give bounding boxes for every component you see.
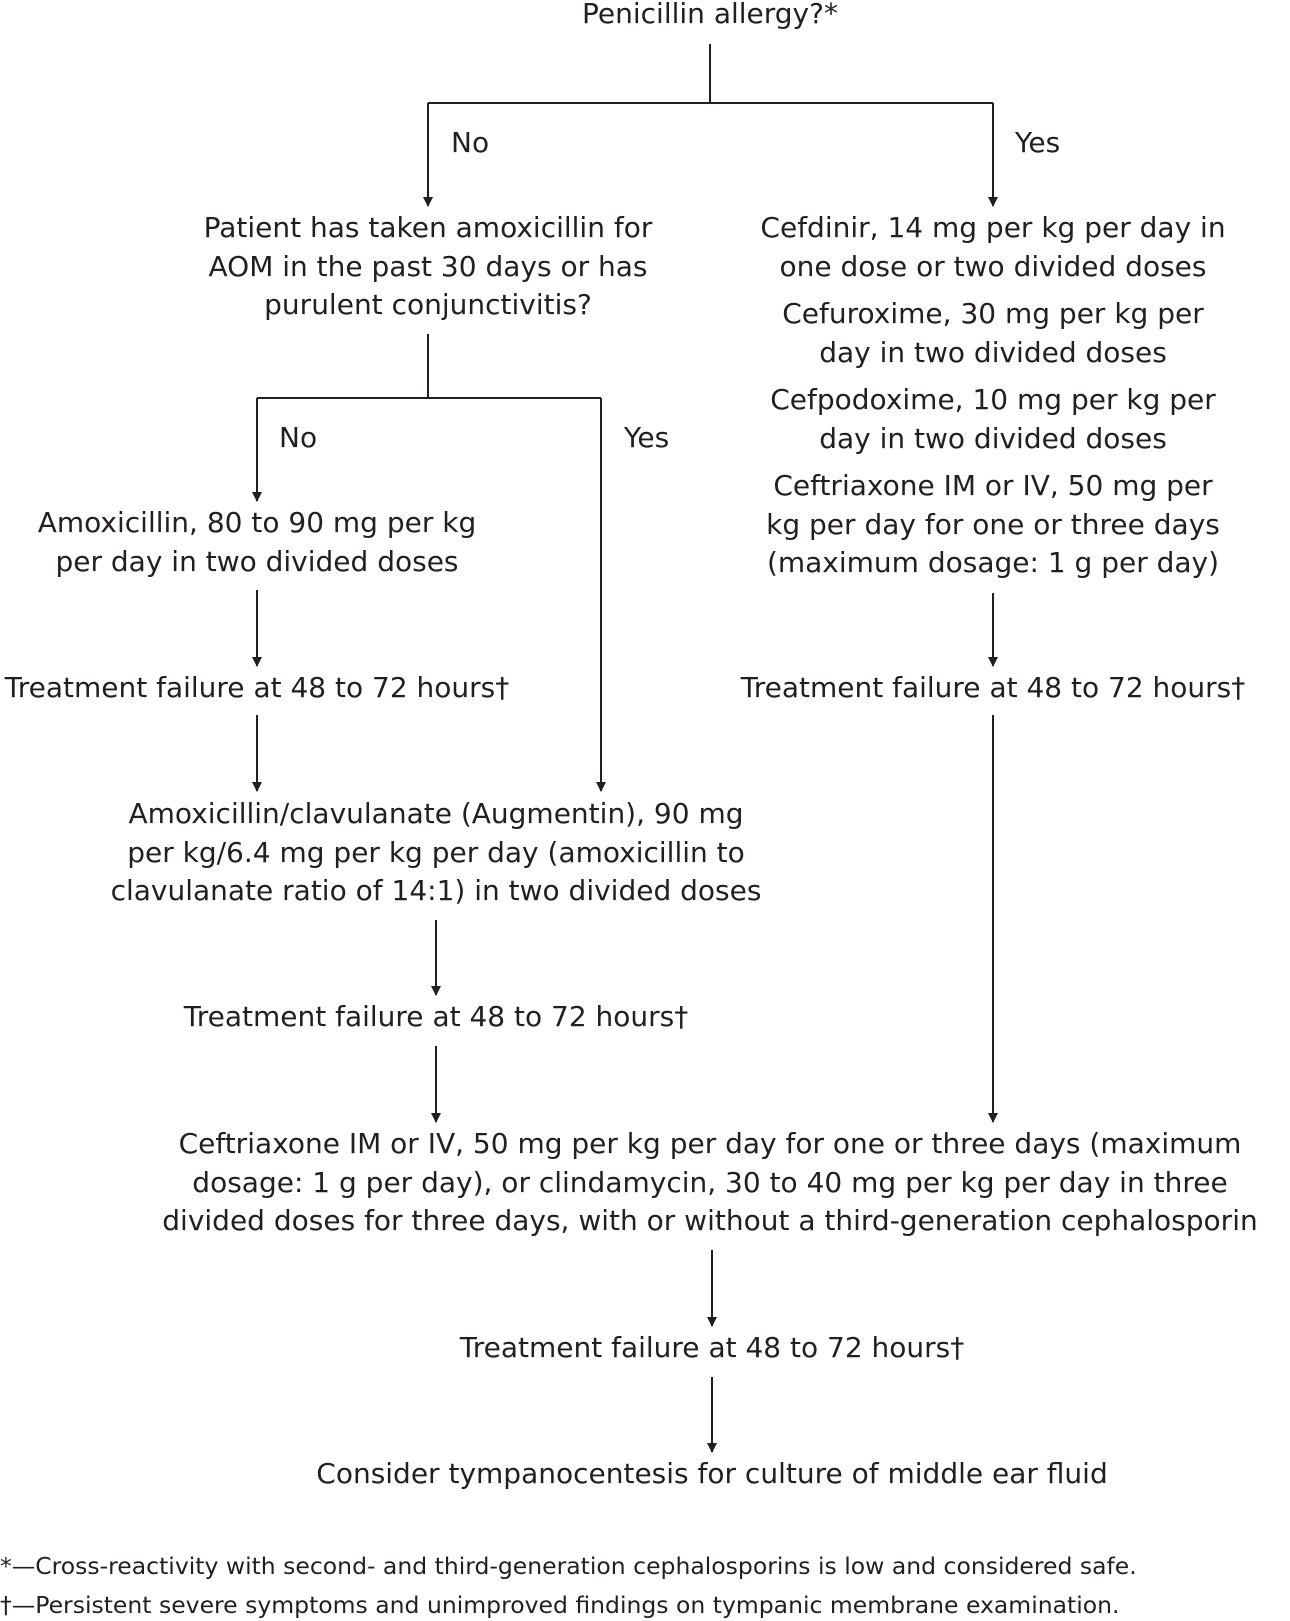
node-line: Treatment failure at 48 to 72 hours† <box>183 1000 689 1033</box>
branch-label-allergy-yes: Yes <box>1015 126 1061 159</box>
node-line: per day in two divided doses <box>55 544 459 578</box>
node-line: AOM in the past 30 days or has <box>208 249 648 283</box>
branch-label-history-yes: Yes <box>624 421 670 454</box>
node-line: Cefuroxime, 30 mg per kg per <box>782 297 1204 330</box>
node-line: Cefpodoxime, 10 mg per kg per <box>770 383 1216 416</box>
node-line: clavulanate ratio of 14:1) in two divide… <box>110 874 762 907</box>
augmentin-dosing: Amoxicillin/clavulanate (Augmentin), 90 … <box>96 795 776 911</box>
amoxicillin-dosing: Amoxicillin, 80 to 90 mg per kg per day … <box>0 504 514 581</box>
branch-label-allergy-no: No <box>451 126 490 159</box>
node-line: purulent conjunctivitis? <box>264 288 592 321</box>
node-line: divided doses for three days, with or wi… <box>162 1204 1258 1237</box>
cefpodoxime-option: Cefpodoxime, 10 mg per kg per day in two… <box>733 381 1253 458</box>
node-line: Consider tympanocentesis for culture of … <box>316 1457 1108 1490</box>
node-line: per kg/6.4 mg per kg per day (amoxicilli… <box>127 835 745 869</box>
treatment-failure-right: Treatment failure at 48 to 72 hours† <box>733 669 1253 708</box>
node-line: Penicillin allergy?* <box>582 0 838 30</box>
cefuroxime-option: Cefuroxime, 30 mg per kg per day in two … <box>733 295 1253 372</box>
tympanocentesis-recommendation: Consider tympanocentesis for culture of … <box>212 1455 1212 1494</box>
cefdinir-option: Cefdinir, 14 mg per kg per day in one do… <box>733 209 1253 286</box>
node-line: Cefdinir, 14 mg per kg per day in <box>760 211 1226 244</box>
node-line: one dose or two divided doses <box>779 249 1207 283</box>
node-line: Treatment failure at 48 to 72 hours† <box>459 1331 965 1364</box>
treatment-failure-final: Treatment failure at 48 to 72 hours† <box>362 1329 1062 1368</box>
treatment-failure-middle: Treatment failure at 48 to 72 hours† <box>96 998 776 1037</box>
node-line: Treatment failure at 48 to 72 hours† <box>4 671 510 704</box>
amoxicillin-history-question: Patient has taken amoxicillin for AOM in… <box>163 209 693 325</box>
node-line: Treatment failure at 48 to 72 hours† <box>740 671 1246 704</box>
node-line: Amoxicillin/clavulanate (Augmentin), 90 … <box>128 797 744 830</box>
footnote-cross-reactivity: *—Cross-reactivity with second- and thir… <box>0 1552 1137 1580</box>
node-line: Patient has taken amoxicillin for <box>203 211 653 244</box>
node-line: day in two divided doses <box>819 335 1167 369</box>
node-line: Ceftriaxone IM or IV, 50 mg per kg per d… <box>178 1127 1242 1160</box>
footnote-treatment-failure-definition: †—Persistent severe symptoms and unimpro… <box>0 1591 1120 1619</box>
node-line: day in two divided doses <box>819 421 1167 455</box>
node-line: (maximum dosage: 1 g per day) <box>766 546 1220 579</box>
node-line: kg per day for one or three days <box>766 507 1220 541</box>
node-line: Amoxicillin, 80 to 90 mg per kg <box>37 506 477 539</box>
treatment-failure-left: Treatment failure at 48 to 72 hours† <box>0 669 514 708</box>
node-line: Ceftriaxone IM or IV, 50 mg per <box>773 469 1213 502</box>
branch-label-history-no: No <box>279 421 318 454</box>
ceftriaxone-option: Ceftriaxone IM or IV, 50 mg per kg per d… <box>733 467 1253 583</box>
ceftriaxone-or-clindamycin: Ceftriaxone IM or IV, 50 mg per kg per d… <box>125 1125 1290 1241</box>
node-line: dosage: 1 g per day), or clindamycin, 30… <box>192 1165 1228 1199</box>
penicillin-allergy-question: Penicillin allergy?* <box>460 0 960 34</box>
